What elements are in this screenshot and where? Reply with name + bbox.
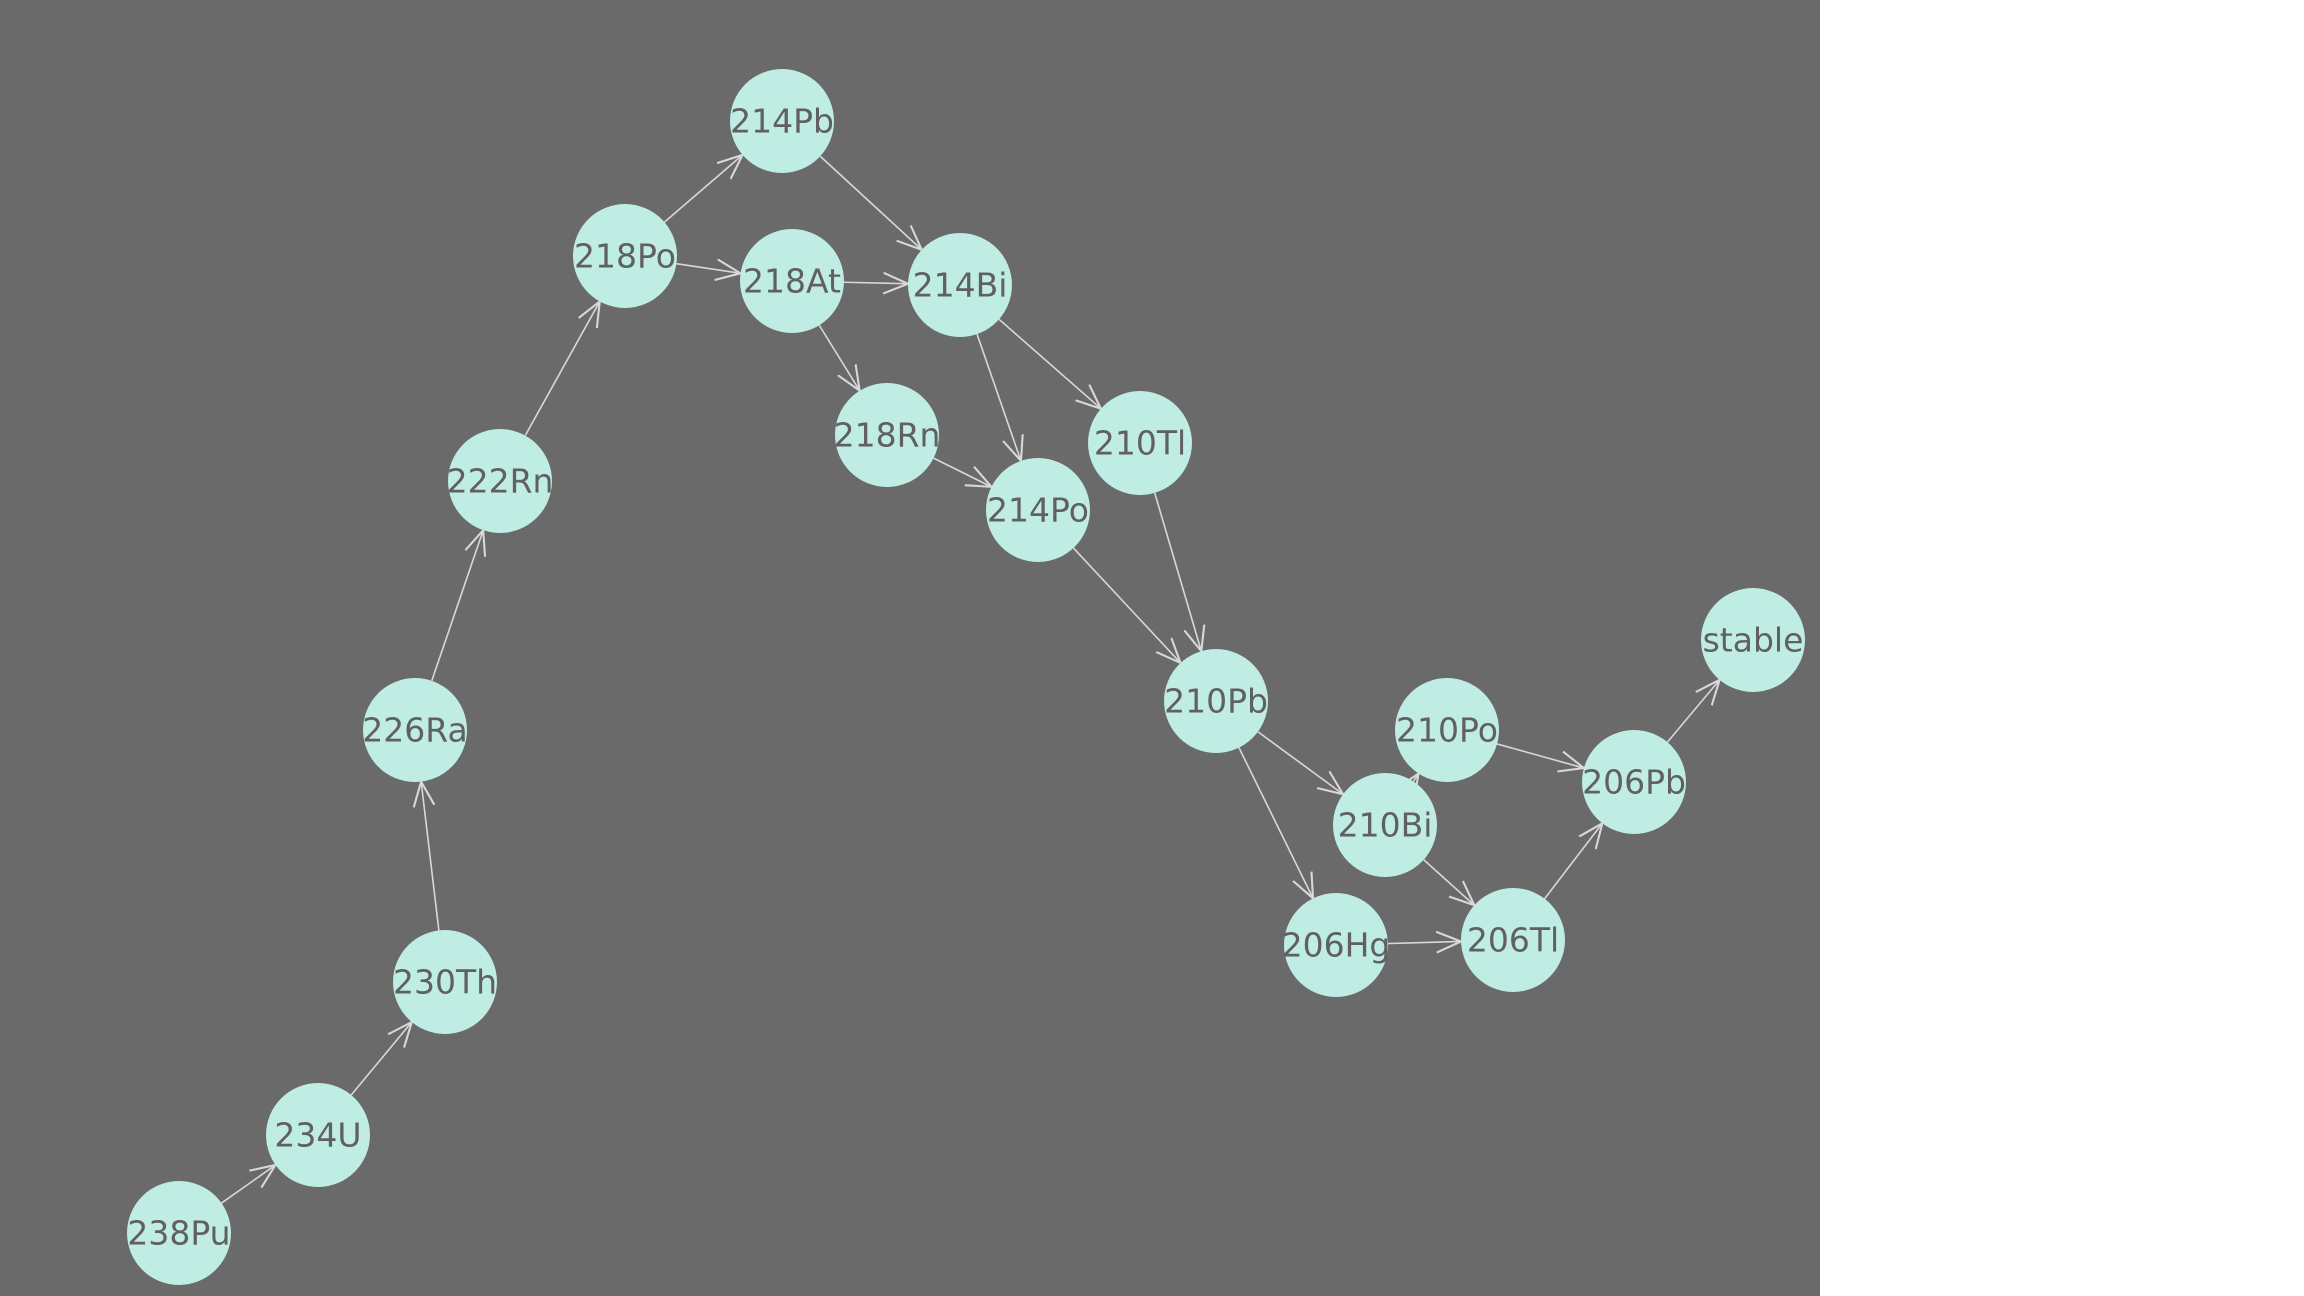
edge-238Pu-to-234U: [221, 1165, 275, 1204]
node-circle: [740, 229, 844, 333]
edge-218At-to-218Rn: [818, 324, 859, 390]
node-238Pu[interactable]: 238Pu: [127, 1181, 231, 1285]
node-214Po[interactable]: 214Po: [986, 458, 1090, 562]
nodes-layer: 238Pu 234U 230Th 226Ra 222Rn 218Po 214Pb 218At 2…: [127, 69, 1805, 1285]
node-label: 206Pb: [1582, 763, 1686, 802]
node-circle: [1395, 678, 1499, 782]
node-circle: [363, 678, 467, 782]
node-210Tl[interactable]: 210Tl: [1088, 391, 1192, 495]
node-label: 214Bi: [913, 266, 1008, 305]
edge-218Po-to-218At: [676, 264, 740, 274]
edge-210Po-to-206Pb: [1496, 743, 1584, 768]
node-label: 206Tl: [1467, 921, 1559, 960]
edge-206Pb-to-stable: [1666, 680, 1719, 743]
edge-210Bi-to-206Tl: [1423, 859, 1475, 905]
node-label: 210Tl: [1094, 424, 1186, 463]
edge-210Tl-to-210Pb: [1153, 492, 1202, 651]
node-label: 222Rn: [447, 462, 554, 501]
edge-218At-to-214Bi: [843, 282, 908, 284]
node-circle: [448, 429, 552, 533]
node-label: 214Pb: [730, 102, 834, 141]
edge-226Ra-to-222Rn: [431, 530, 483, 682]
node-234U[interactable]: 234U: [266, 1083, 370, 1187]
node-circle: [1088, 391, 1192, 495]
edges-layer: [221, 155, 1719, 1204]
node-stable[interactable]: stable: [1701, 588, 1805, 692]
diagram-background: [0, 0, 1820, 1296]
node-circle: [1284, 893, 1388, 997]
node-circle: [730, 69, 834, 173]
edge-214Po-to-210Pb: [1072, 547, 1180, 663]
node-226Ra[interactable]: 226Ra: [362, 678, 468, 782]
node-label: 238Pu: [127, 1214, 230, 1253]
edge-210Bi-to-210Po: [1413, 774, 1418, 782]
node-circle: [908, 233, 1012, 337]
node-circle: [266, 1083, 370, 1187]
node-label: 210Bi: [1338, 806, 1433, 845]
node-206Hg[interactable]: 206Hg: [1282, 893, 1391, 997]
edge-214Bi-to-214Po: [976, 333, 1021, 461]
node-label: 218Rn: [834, 416, 941, 455]
node-label: 214Po: [987, 491, 1089, 530]
node-206Pb[interactable]: 206Pb: [1582, 730, 1686, 834]
node-circle: [393, 930, 497, 1034]
edge-206Tl-to-206Pb: [1543, 823, 1603, 900]
edge-210Pb-to-206Hg: [1238, 747, 1313, 899]
node-218Rn[interactable]: 218Rn: [834, 383, 941, 487]
node-circle: [1701, 588, 1805, 692]
node-circle: [1582, 730, 1686, 834]
node-label: 218Po: [574, 237, 676, 276]
edge-206Hg-to-206Tl: [1387, 941, 1461, 943]
node-210Bi[interactable]: 210Bi: [1333, 773, 1437, 877]
edge-210Pb-to-210Bi: [1257, 731, 1343, 794]
edge-222Rn-to-218Po: [524, 301, 599, 436]
node-218Po[interactable]: 218Po: [573, 204, 677, 308]
edge-214Pb-to-214Bi: [819, 155, 922, 250]
node-label: 210Po: [1396, 711, 1498, 750]
node-circle: [1333, 773, 1437, 877]
node-circle: [1164, 649, 1268, 753]
node-circle: [127, 1181, 231, 1285]
node-230Th[interactable]: 230Th: [393, 930, 497, 1034]
node-214Bi[interactable]: 214Bi: [908, 233, 1012, 337]
node-206Tl[interactable]: 206Tl: [1461, 888, 1565, 992]
node-circle: [835, 383, 939, 487]
node-210Pb[interactable]: 210Pb: [1164, 649, 1268, 753]
node-label: 218At: [743, 262, 841, 301]
node-circle: [573, 204, 677, 308]
node-label: 234U: [274, 1116, 361, 1155]
node-circle: [1461, 888, 1565, 992]
edge-218Po-to-214Pb: [663, 155, 742, 223]
node-label: 210Pb: [1164, 682, 1268, 721]
node-210Po[interactable]: 210Po: [1395, 678, 1499, 782]
node-218At[interactable]: 218At: [740, 229, 844, 333]
node-label: 230Th: [393, 963, 497, 1002]
node-label: 226Ra: [362, 711, 467, 750]
node-label: stable: [1703, 621, 1804, 660]
node-214Pb[interactable]: 214Pb: [730, 69, 834, 173]
node-label: 206Hg: [1282, 926, 1391, 965]
edge-214Bi-to-210Tl: [998, 318, 1101, 408]
edge-234U-to-230Th: [350, 1022, 412, 1096]
edge-230Th-to-226Ra: [421, 782, 440, 931]
node-circle: [986, 458, 1090, 562]
edge-218Rn-to-214Po: [933, 457, 992, 487]
node-222Rn[interactable]: 222Rn: [447, 429, 554, 533]
